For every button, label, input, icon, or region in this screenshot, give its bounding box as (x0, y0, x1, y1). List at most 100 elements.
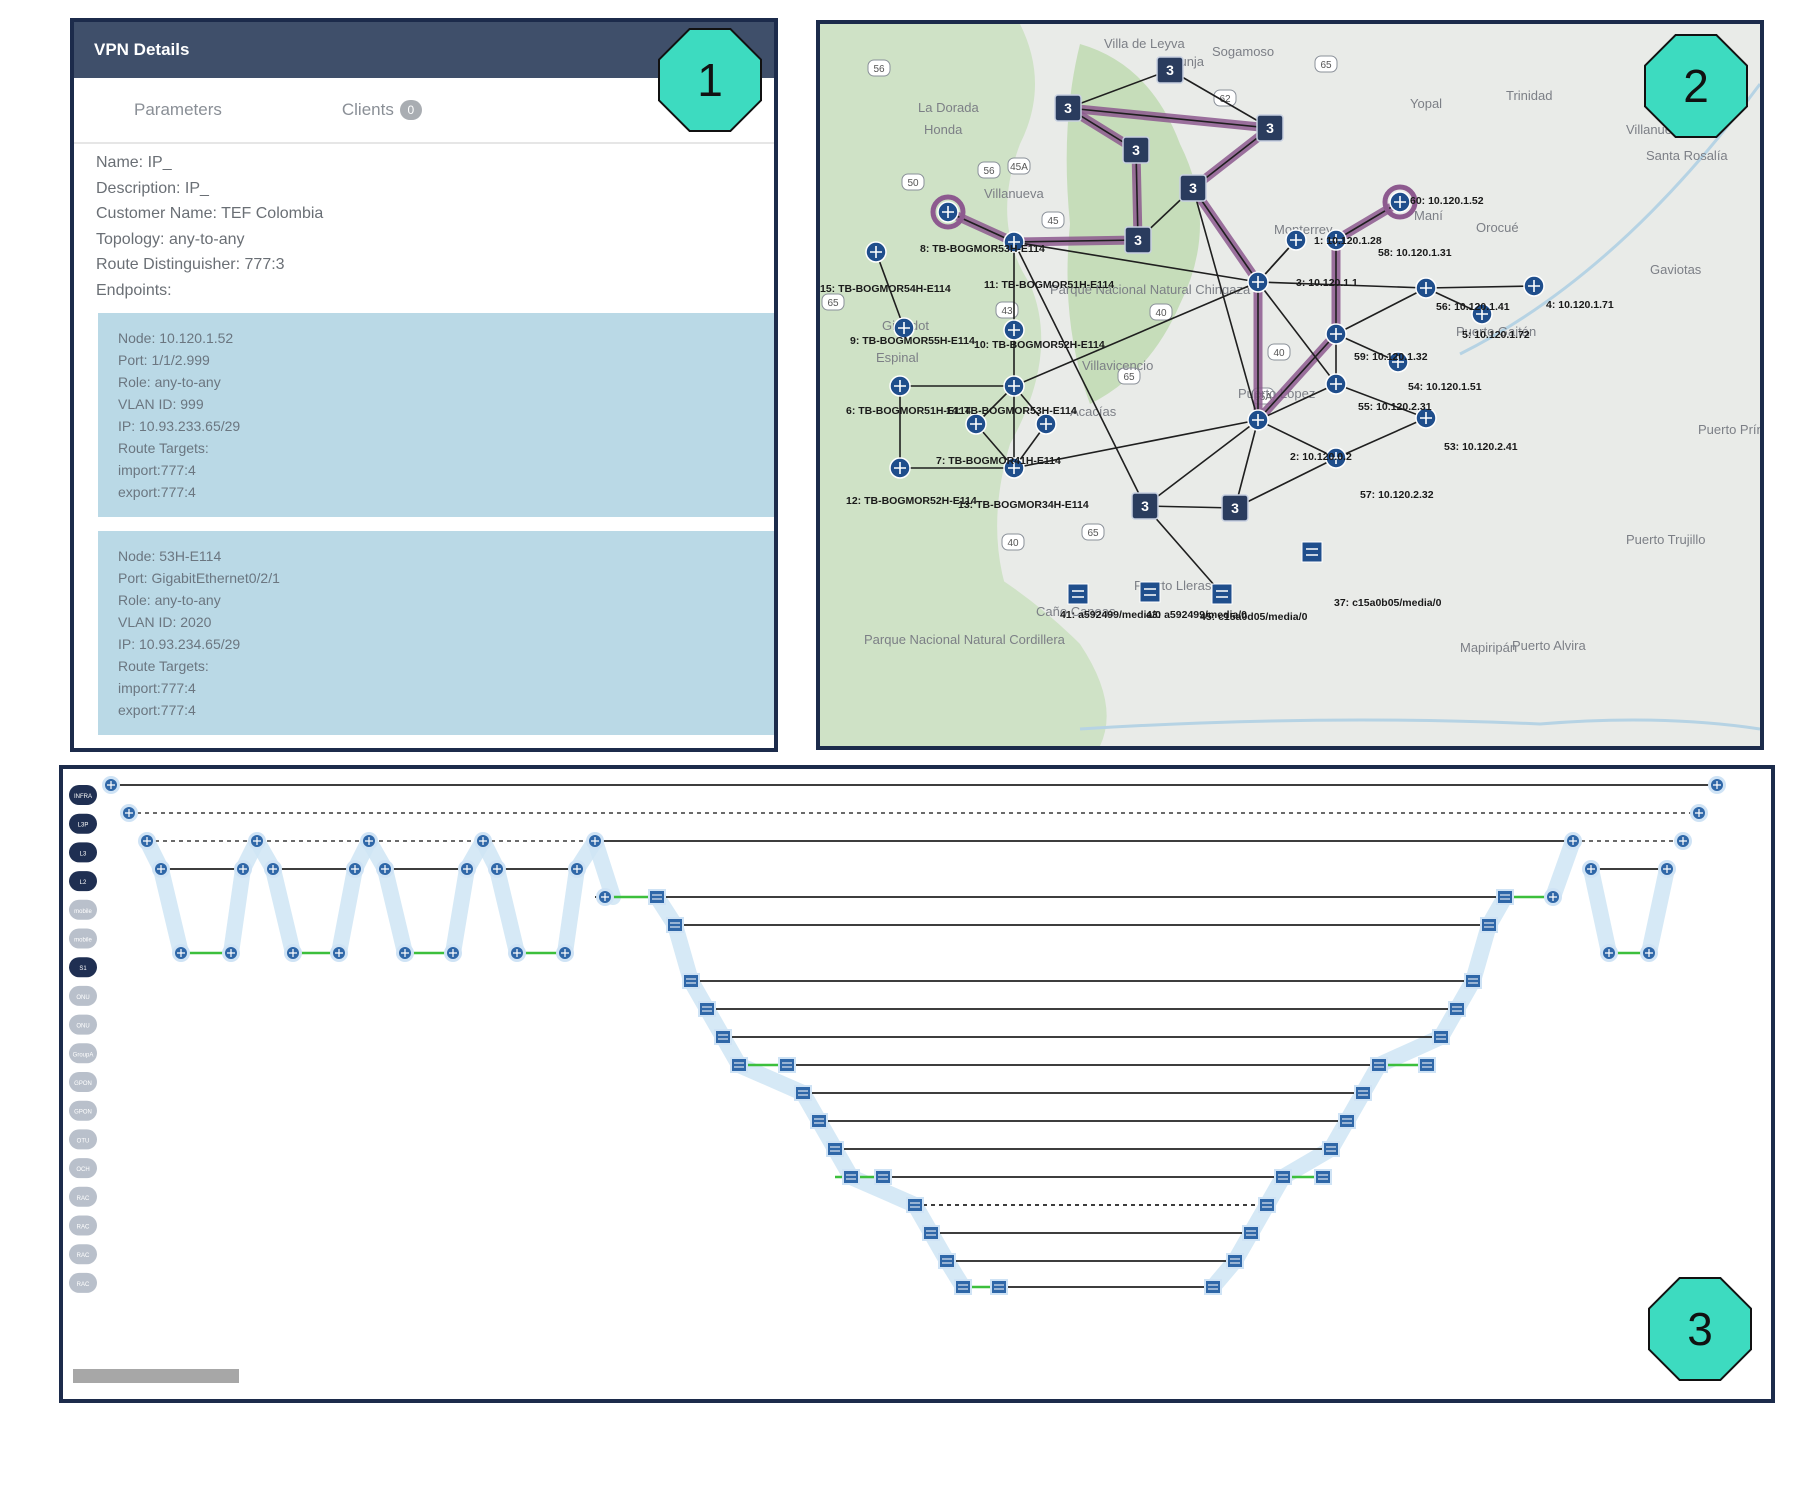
router-node[interactable] (1415, 407, 1437, 429)
layer-switch-node[interactable] (1464, 973, 1482, 989)
layer-router-node[interactable] (234, 860, 252, 878)
layer-router-node[interactable] (568, 860, 586, 878)
endpoint-card[interactable]: Node: 10.120.1.52 Port: 1/1/2.999 Role: … (98, 313, 774, 517)
layer-row-button[interactable]: GroupA (69, 1043, 97, 1064)
layer-switch-node[interactable] (1338, 1113, 1356, 1129)
router-node[interactable] (930, 194, 966, 230)
layer-router-node[interactable] (1582, 860, 1600, 878)
layer-row-button[interactable]: GPON (69, 1100, 97, 1121)
layer-switch-node[interactable] (778, 1057, 796, 1073)
cluster-node[interactable]: 3 (1179, 174, 1207, 202)
layer-switch-node[interactable] (906, 1197, 924, 1213)
router-node[interactable] (1382, 184, 1418, 220)
router-node[interactable] (1003, 319, 1025, 341)
layer-row-button[interactable]: mobile (69, 928, 97, 949)
layer-switch-node[interactable] (1322, 1141, 1340, 1157)
layer-switch-node[interactable] (648, 889, 666, 905)
layer-router-node[interactable] (474, 832, 492, 850)
layer-router-node[interactable] (1690, 804, 1708, 822)
router-node[interactable] (1325, 373, 1347, 395)
layer-switch-node[interactable] (1258, 1197, 1276, 1213)
layer-router-node[interactable] (1544, 888, 1562, 906)
router-node[interactable] (1415, 277, 1437, 299)
layer-switch-node[interactable] (1226, 1253, 1244, 1269)
layer-router-node[interactable] (102, 776, 120, 794)
layer-router-node[interactable] (376, 860, 394, 878)
layer-switch-node[interactable] (826, 1141, 844, 1157)
layer-switch-node[interactable] (1418, 1057, 1436, 1073)
switch-node[interactable] (1067, 583, 1089, 605)
cluster-node[interactable]: 3 (1256, 114, 1284, 142)
layer-router-node[interactable] (346, 860, 364, 878)
layer-row-button[interactable]: GPON (69, 1072, 97, 1092)
layer-row-button[interactable]: mobile (69, 899, 97, 920)
layer-row-button[interactable]: S1 (69, 957, 97, 978)
layer-switch-node[interactable] (794, 1085, 812, 1101)
layer-row-button[interactable]: INFRA (69, 785, 97, 805)
layer-switch-node[interactable] (954, 1279, 972, 1295)
endpoint-card[interactable]: Node: 53H-E114 Port: GigabitEthernet0/2/… (98, 531, 774, 735)
layer-switch-node[interactable] (730, 1057, 748, 1073)
layer-row-button[interactable]: RAC (69, 1272, 97, 1293)
layer-router-node[interactable] (396, 944, 414, 962)
router-node[interactable] (1523, 275, 1545, 297)
layer-router-node[interactable] (556, 944, 574, 962)
layer-router-node[interactable] (1640, 944, 1658, 962)
layer-router-node[interactable] (596, 888, 614, 906)
layer-row-button[interactable]: OCH (69, 1158, 97, 1179)
layer-switch-node[interactable] (938, 1253, 956, 1269)
layer-row-button[interactable]: ONU (69, 985, 97, 1006)
layer-router-node[interactable] (508, 944, 526, 962)
layer-switch-node[interactable] (990, 1279, 1008, 1295)
router-node[interactable] (1387, 351, 1409, 373)
router-node[interactable] (893, 317, 915, 339)
cluster-node[interactable]: 3 (1156, 56, 1184, 84)
layer-row-button[interactable]: RAC (69, 1215, 97, 1236)
router-node[interactable] (865, 241, 887, 263)
layer-row-button[interactable]: OTU (69, 1129, 97, 1150)
cluster-node[interactable]: 3 (1131, 492, 1159, 520)
layer-router-node[interactable] (284, 944, 302, 962)
layer-row-button[interactable]: RAC (69, 1244, 97, 1265)
layer-row-button[interactable]: ONU (69, 1014, 97, 1035)
layer-router-node[interactable] (222, 944, 240, 962)
layer-router-node[interactable] (172, 944, 190, 962)
layer-switch-node[interactable] (1370, 1057, 1388, 1073)
layer-router-node[interactable] (264, 860, 282, 878)
router-node[interactable] (1003, 375, 1025, 397)
router-node[interactable] (1247, 409, 1269, 431)
layer-switch-node[interactable] (1496, 889, 1514, 905)
cluster-node[interactable]: 3 (1054, 94, 1082, 122)
layer-switch-node[interactable] (1314, 1169, 1332, 1185)
router-node[interactable] (1003, 457, 1025, 479)
layer-router-node[interactable] (360, 832, 378, 850)
layer-switch-node[interactable] (874, 1169, 892, 1185)
cluster-node[interactable]: 3 (1124, 226, 1152, 254)
layer-router-node[interactable] (1600, 944, 1618, 962)
horizontal-scrollbar[interactable] (73, 1369, 239, 1383)
layer-router-node[interactable] (488, 860, 506, 878)
layer-switch-node[interactable] (1480, 917, 1498, 933)
switch-node[interactable] (1211, 583, 1233, 605)
layer-router-node[interactable] (444, 944, 462, 962)
layer-switch-node[interactable] (922, 1225, 940, 1241)
router-node[interactable] (1325, 323, 1347, 345)
layer-row-button[interactable]: L3 (69, 842, 97, 863)
layer-router-node[interactable] (120, 804, 138, 822)
router-node[interactable] (1285, 229, 1307, 251)
layer-row-button[interactable]: L2 (69, 871, 97, 892)
layer-switch-node[interactable] (666, 917, 684, 933)
layer-switch-node[interactable] (1432, 1029, 1450, 1045)
layer-switch-node[interactable] (714, 1029, 732, 1045)
router-node[interactable] (889, 457, 911, 479)
router-node[interactable] (1035, 413, 1057, 435)
layer-router-node[interactable] (1708, 776, 1726, 794)
layer-router-node[interactable] (152, 860, 170, 878)
router-node[interactable] (1247, 271, 1269, 293)
router-node[interactable] (1325, 447, 1347, 469)
layer-switch-node[interactable] (1274, 1169, 1292, 1185)
layer-switch-node[interactable] (1354, 1085, 1372, 1101)
layer-router-node[interactable] (138, 832, 156, 850)
layer-row-button[interactable]: L3P (69, 813, 97, 834)
